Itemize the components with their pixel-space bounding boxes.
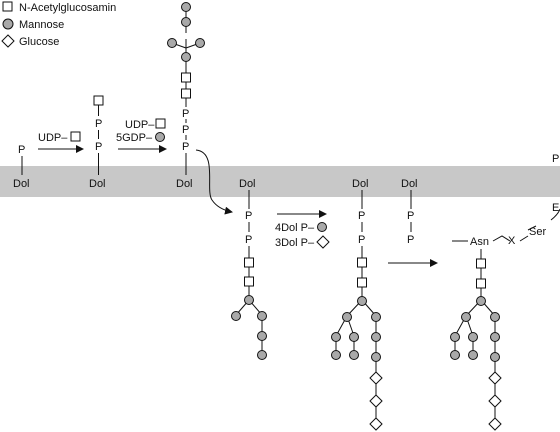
dol-label: Dol — [176, 178, 193, 190]
glcnac-square — [244, 276, 254, 287]
circle-icon — [317, 222, 327, 232]
mannose-circle — [181, 52, 191, 62]
legend-label-glucose: Glucose — [19, 36, 59, 48]
phosphate-label: P — [182, 124, 189, 136]
mannose-circle — [181, 17, 191, 27]
mannose-circle — [257, 311, 267, 321]
square-icon — [93, 95, 104, 106]
mannose-circle — [195, 38, 205, 48]
mannose-circle — [349, 350, 359, 360]
phosphate-label: P — [358, 210, 365, 222]
square-icon — [155, 118, 166, 129]
mannose-circle — [490, 312, 500, 322]
glucose-diamond — [488, 371, 502, 385]
mannose-circle — [476, 296, 486, 306]
glcnac-square — [476, 278, 486, 289]
edge-label-top: P — [552, 153, 559, 165]
legend-label-mannose: Mannose — [19, 19, 64, 31]
dol-label: Dol — [401, 178, 418, 190]
circle-icon — [2, 18, 14, 30]
phosphate-label: P — [358, 234, 365, 246]
mannose-circle — [357, 296, 367, 306]
circle-icon — [155, 132, 165, 142]
mannose-circle — [450, 350, 460, 360]
dol-label: Dol — [13, 178, 30, 190]
glucose-diamond — [369, 371, 383, 385]
mannose-circle — [461, 312, 471, 322]
legend: N-Acetylglucosamin Mannose Glucose — [1, 1, 116, 48]
mannose-circle — [167, 38, 177, 48]
released-dol-pp: Dol P P — [401, 178, 418, 246]
glycoprotein: Asn X Ser — [450, 208, 560, 431]
phosphate-label: P — [245, 234, 252, 246]
dolp-glc-label: 3Dol P– — [275, 237, 315, 249]
glucose-diamond — [369, 417, 383, 431]
phosphate-label: P — [407, 210, 414, 222]
mannose-circle — [468, 332, 478, 342]
mannose-circle — [490, 332, 500, 342]
glcnac-square — [244, 257, 254, 268]
polypeptide-chain — [452, 208, 560, 242]
mannose-circle — [371, 352, 381, 362]
udp-label: UDP– — [125, 119, 155, 131]
glcnac-square — [357, 257, 367, 268]
phosphate-label: P — [245, 210, 252, 222]
mannose-circle — [468, 350, 478, 360]
stage-lumen-man5: Dol P P — [231, 178, 267, 360]
diamond-icon — [1, 34, 15, 48]
flip-arrow — [195, 149, 233, 215]
dol-label: Dol — [239, 178, 256, 190]
mannose-circle — [257, 350, 267, 360]
dolp-man-label: 4Dol P– — [275, 222, 315, 234]
gdp-label: 5GDP– — [116, 132, 153, 144]
square-icon — [2, 1, 13, 12]
mannose-circle — [490, 352, 500, 362]
mannose-circle — [450, 332, 460, 342]
x-label: X — [508, 235, 516, 247]
udp-glcnac-label: UDP– — [38, 132, 68, 144]
mannose-circle — [257, 331, 267, 341]
glcnac-square — [181, 72, 191, 83]
phosphate-label: P — [407, 234, 414, 246]
phosphate-label: P — [18, 144, 25, 156]
stage-dol-pp-man5: P P P Dol — [167, 2, 205, 190]
edge-label-bottom: E — [552, 202, 559, 214]
glucose-diamond — [369, 394, 383, 408]
phosphate-label: P — [182, 108, 189, 120]
dol-label: Dol — [352, 178, 369, 190]
stage-dol-p: P Dol — [13, 144, 30, 190]
stage-dol-pp-precursor: Dol P P — [331, 178, 383, 431]
stage-dol-pp-glcnac: P P Dol — [89, 95, 106, 190]
glcnac-square — [476, 258, 486, 269]
glcnac-square — [357, 277, 367, 288]
diamond-icon — [316, 235, 330, 249]
mannose-circle — [231, 311, 241, 321]
phosphate-label: P — [95, 118, 102, 130]
mannose-circle — [371, 312, 381, 322]
mannose-circle — [331, 350, 341, 360]
mannose-circle — [349, 332, 359, 342]
ser-label: Ser — [529, 226, 546, 238]
glucose-diamond — [488, 417, 502, 431]
glcnac-square — [181, 88, 191, 99]
glucose-diamond — [488, 394, 502, 408]
er-membrane — [0, 166, 560, 197]
asn-label: Asn — [470, 236, 489, 248]
mannose-circle — [342, 312, 352, 322]
dol-label: Dol — [89, 178, 106, 190]
bond-line — [527, 225, 537, 231]
mannose-circle — [331, 332, 341, 342]
square-icon — [70, 131, 81, 142]
mannose-circle — [371, 332, 381, 342]
phosphate-label: P — [95, 141, 102, 153]
mannose-circle — [181, 2, 191, 12]
phosphate-label: P — [182, 141, 189, 153]
mannose-circle — [244, 295, 254, 305]
legend-label-glcnac: N-Acetylglucosamin — [19, 2, 116, 14]
